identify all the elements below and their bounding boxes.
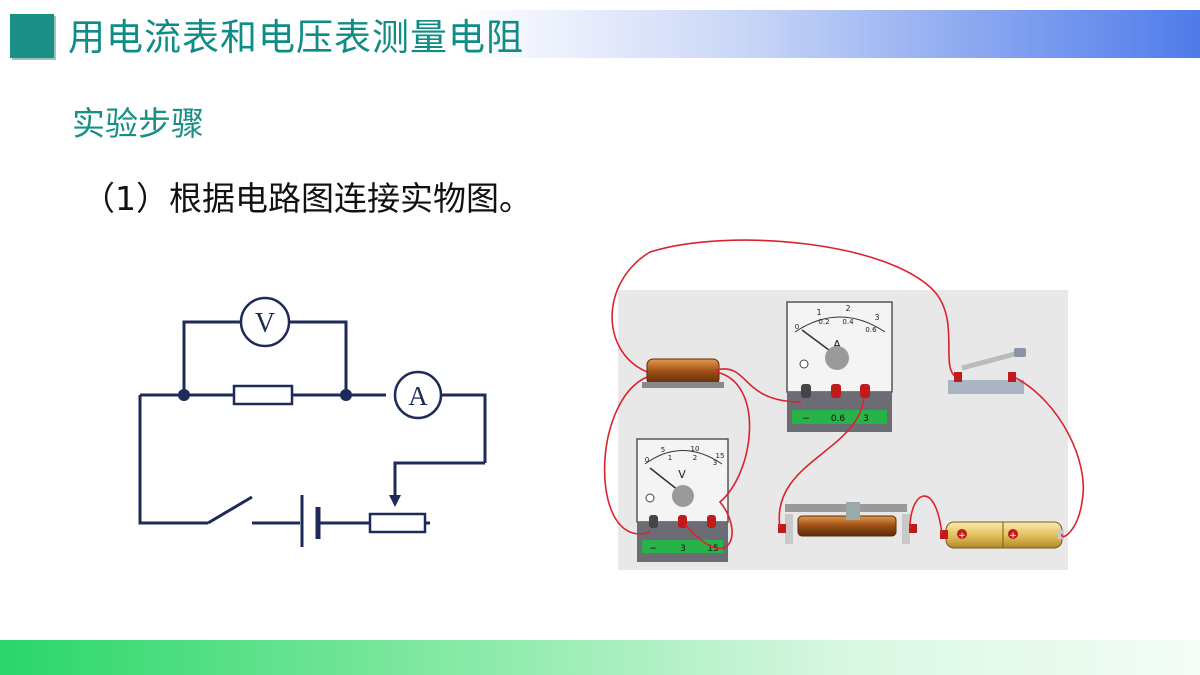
section-subtitle: 实验步骤	[72, 104, 204, 143]
svg-text:+: +	[958, 531, 966, 541]
svg-text:0.4: 0.4	[842, 318, 854, 326]
voltmeter-device: 5 10 15 0 1 2 3 V − 3 15	[636, 438, 729, 562]
footer-bar	[0, 640, 1200, 675]
svg-text:15: 15	[716, 452, 725, 460]
svg-text:0.2: 0.2	[818, 318, 829, 326]
svg-text:0: 0	[795, 323, 799, 331]
battery-device: + +	[940, 521, 1064, 549]
svg-text:5: 5	[661, 446, 665, 454]
plus-icon	[1008, 529, 1018, 539]
sliding-rheostat-device	[778, 502, 917, 544]
apparatus-photo: 1 2 3 0 0.2 0.4 0.6 A − 0.6 3 5 10 15 0 …	[603, 239, 1084, 570]
resistor-symbol	[232, 384, 294, 406]
svg-text:3: 3	[713, 459, 717, 467]
svg-text:+: +	[1009, 531, 1017, 541]
connecting-wires	[603, 239, 1084, 550]
voltmeter-symbol	[239, 296, 291, 348]
svg-text:0.6: 0.6	[865, 326, 877, 334]
svg-text:A: A	[833, 338, 841, 351]
rheostat-symbol	[368, 512, 427, 534]
ammeter-label: A	[408, 381, 428, 411]
svg-text:0.6: 0.6	[831, 414, 846, 424]
title-bar	[0, 10, 1200, 58]
svg-text:15: 15	[707, 544, 718, 554]
voltmeter-label: V	[255, 308, 275, 339]
svg-text:V: V	[678, 468, 686, 481]
svg-text:3: 3	[874, 313, 879, 322]
rheostat-arrow-icon	[389, 495, 401, 507]
svg-text:1: 1	[816, 308, 821, 317]
svg-text:3: 3	[863, 414, 869, 424]
svg-text:−: −	[649, 544, 657, 554]
circuit-diagram: V A	[138, 296, 487, 547]
svg-text:10: 10	[691, 445, 700, 453]
junction-dot	[340, 389, 352, 401]
step-instruction: （1）根据电路图连接实物图。	[82, 179, 532, 218]
svg-text:1: 1	[668, 454, 672, 462]
switch-device	[948, 348, 1026, 394]
junction-dot	[178, 389, 190, 401]
svg-text:−: −	[802, 414, 810, 424]
ammeter-symbol	[393, 370, 443, 420]
plus-icon	[957, 529, 967, 539]
fixed-resistor-device	[642, 358, 724, 388]
svg-text:2: 2	[845, 304, 850, 313]
svg-text:3: 3	[680, 544, 686, 554]
title-marker	[10, 14, 54, 58]
ammeter-device: 1 2 3 0 0.2 0.4 0.6 A − 0.6 3	[786, 301, 893, 432]
svg-text:2: 2	[693, 454, 697, 462]
page-title: 用电流表和电压表测量电阻	[68, 16, 524, 59]
svg-text:0: 0	[645, 456, 649, 464]
